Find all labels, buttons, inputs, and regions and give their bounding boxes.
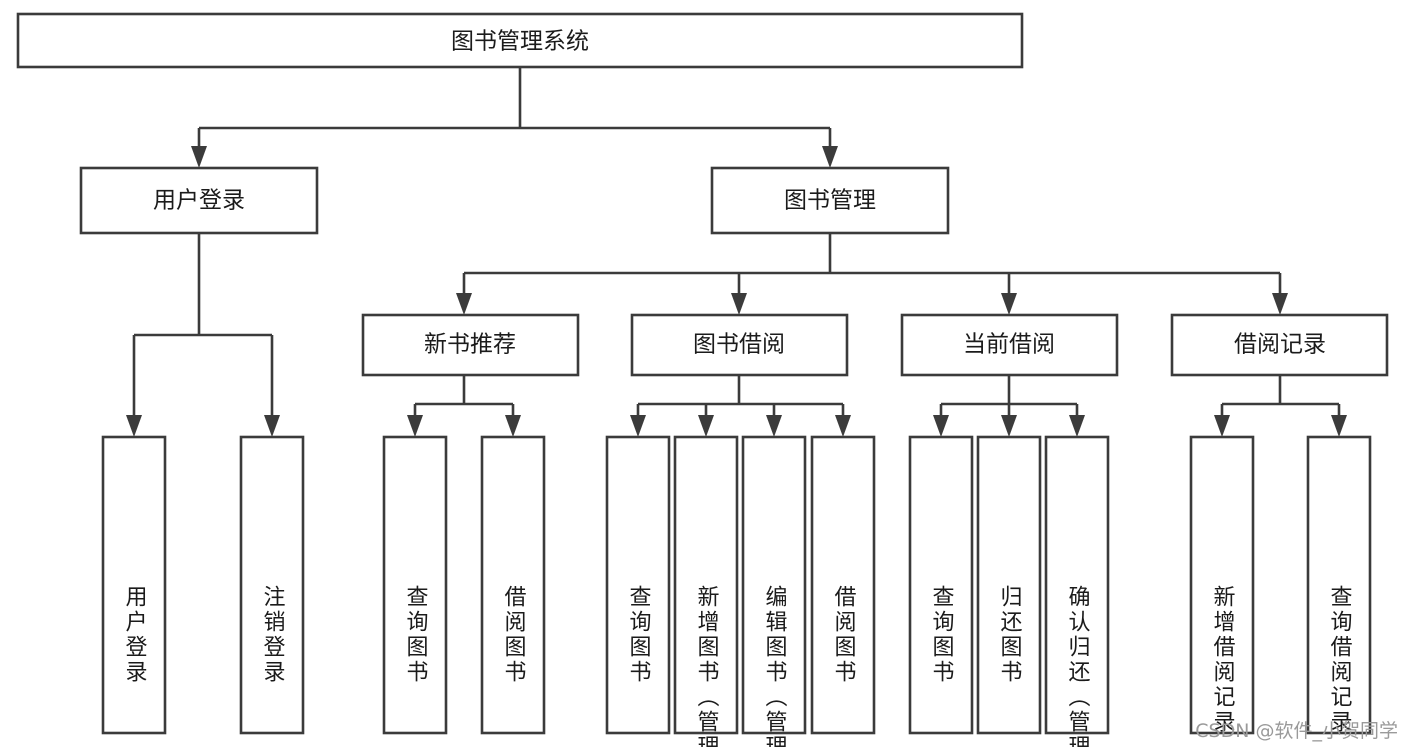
arrow-user-login-leaf-1 (264, 415, 280, 437)
node-leaf-edit-book-label: 编辑图书（管理员） (762, 585, 788, 747)
node-leaf-query-book-2-label: 查询图书 (626, 585, 652, 685)
arrow-new-book-leaf-1 (505, 415, 521, 437)
arrow-book-borrow-leaf-2 (766, 415, 782, 437)
node-borrow-record-label: 借阅记录 (1234, 332, 1326, 358)
node-leaf-user-logout-box[interactable] (239, 435, 305, 735)
node-leaf-query-book-2-box[interactable] (605, 435, 671, 735)
node-leaf-borrow-book-1-box[interactable] (480, 435, 546, 735)
node-book-borrow-box[interactable] (630, 313, 849, 377)
node-book-manage-box[interactable] (710, 166, 950, 235)
node-leaf-return-book-box[interactable] (976, 435, 1042, 735)
arrow-book-borrow-leaf-0 (630, 415, 646, 437)
node-leaf-borrow-book-2-box[interactable] (810, 435, 876, 735)
node-leaf-query-book-1[interactable]: 查询图书 (382, 435, 448, 735)
connector-layer (126, 67, 1347, 437)
arrow-current-borrow-leaf-1 (1001, 415, 1017, 437)
arrow-new-book-leaf-0 (407, 415, 423, 437)
node-leaf-add-record-label: 新增借阅记录 (1210, 585, 1236, 735)
node-leaf-add-record-box[interactable] (1189, 435, 1255, 735)
node-new-book-recommend[interactable]: 新书推荐 (361, 313, 580, 377)
node-leaf-borrow-book-2[interactable]: 借阅图书 (810, 435, 876, 735)
node-user-login-label: 用户登录 (153, 188, 245, 214)
arrow-borrow-record-leaf-0 (1214, 415, 1230, 437)
node-current-borrow-box[interactable] (900, 313, 1119, 377)
node-current-borrow-label: 当前借阅 (963, 332, 1055, 358)
node-leaf-query-book-2[interactable]: 查询图书 (605, 435, 671, 735)
node-book-manage-label: 图书管理 (784, 188, 876, 214)
watermark-label: CSDN @软件_小贺同学 (1195, 720, 1398, 742)
arrow-bm-to-borrow-record (1272, 293, 1288, 315)
arrow-root-to-book-manage (822, 146, 838, 168)
arrow-root-to-user-login (191, 146, 207, 168)
node-leaf-borrow-book-1-label: 借阅图书 (501, 585, 527, 685)
node-leaf-add-book[interactable]: 新增图书（管理员） (673, 435, 739, 747)
arrow-bm-to-book-borrow (731, 293, 747, 315)
node-book-manage[interactable]: 图书管理 (710, 166, 950, 235)
node-leaf-query-record-box[interactable] (1306, 435, 1372, 735)
node-borrow-record[interactable]: 借阅记录 (1170, 313, 1389, 377)
node-new-book-recommend-label: 新书推荐 (424, 332, 516, 358)
arrow-current-borrow-leaf-2 (1069, 415, 1085, 437)
node-leaf-query-record[interactable]: 查询借阅记录 (1306, 435, 1372, 735)
node-current-borrow[interactable]: 当前借阅 (900, 313, 1119, 377)
node-leaf-user-login[interactable]: 用户登录 (101, 435, 167, 735)
node-leaf-add-book-box[interactable] (673, 435, 739, 735)
node-leaf-query-record-label: 查询借阅记录 (1327, 585, 1353, 735)
arrow-current-borrow-leaf-0 (933, 415, 949, 437)
node-leaf-confirm-return-label: 确认归还（管理员） (1065, 585, 1091, 747)
node-leaf-query-book-3[interactable]: 查询图书 (908, 435, 974, 735)
node-leaf-query-book-1-box[interactable] (382, 435, 448, 735)
node-user-login-box[interactable] (79, 166, 319, 235)
node-leaf-user-logout-label: 注销登录 (260, 585, 286, 685)
arrow-bm-to-current-borrow (1001, 293, 1017, 315)
node-leaf-user-login-box[interactable] (101, 435, 167, 735)
node-leaf-confirm-return[interactable]: 确认归还（管理员） (1044, 435, 1110, 747)
node-leaf-confirm-return-box[interactable] (1044, 435, 1110, 735)
node-leaf-query-book-1-label: 查询图书 (403, 585, 429, 685)
arrow-book-borrow-leaf-3 (835, 415, 851, 437)
node-book-borrow[interactable]: 图书借阅 (630, 313, 849, 377)
node-leaf-return-book-label: 归还图书 (997, 585, 1023, 685)
node-user-login[interactable]: 用户登录 (79, 166, 319, 235)
arrow-user-login-leaf-0 (126, 415, 142, 437)
arrow-borrow-record-leaf-1 (1331, 415, 1347, 437)
node-leaf-borrow-book-1[interactable]: 借阅图书 (480, 435, 546, 735)
node-root[interactable]: 图书管理系统 (16, 12, 1024, 69)
node-borrow-record-box[interactable] (1170, 313, 1389, 377)
node-leaf-edit-book-box[interactable] (741, 435, 807, 735)
node-leaf-return-book[interactable]: 归还图书 (976, 435, 1042, 735)
node-leaf-edit-book[interactable]: 编辑图书（管理员） (741, 435, 807, 747)
node-leaf-add-record[interactable]: 新增借阅记录 (1189, 435, 1255, 735)
node-root-label: 图书管理系统 (451, 29, 589, 55)
node-new-book-recommend-box[interactable] (361, 313, 580, 377)
node-leaf-user-logout[interactable]: 注销登录 (239, 435, 305, 735)
node-leaf-query-book-3-label: 查询图书 (929, 585, 955, 685)
node-leaf-query-book-3-box[interactable] (908, 435, 974, 735)
node-book-borrow-label: 图书借阅 (693, 332, 785, 358)
arrow-book-borrow-leaf-1 (698, 415, 714, 437)
node-root-box[interactable] (16, 12, 1024, 69)
arrow-bm-to-new-book (456, 293, 472, 315)
node-leaf-add-book-label: 新增图书（管理员） (694, 585, 720, 747)
node-leaf-user-login-label: 用户登录 (122, 585, 148, 685)
node-leaf-borrow-book-2-label: 借阅图书 (831, 585, 857, 685)
